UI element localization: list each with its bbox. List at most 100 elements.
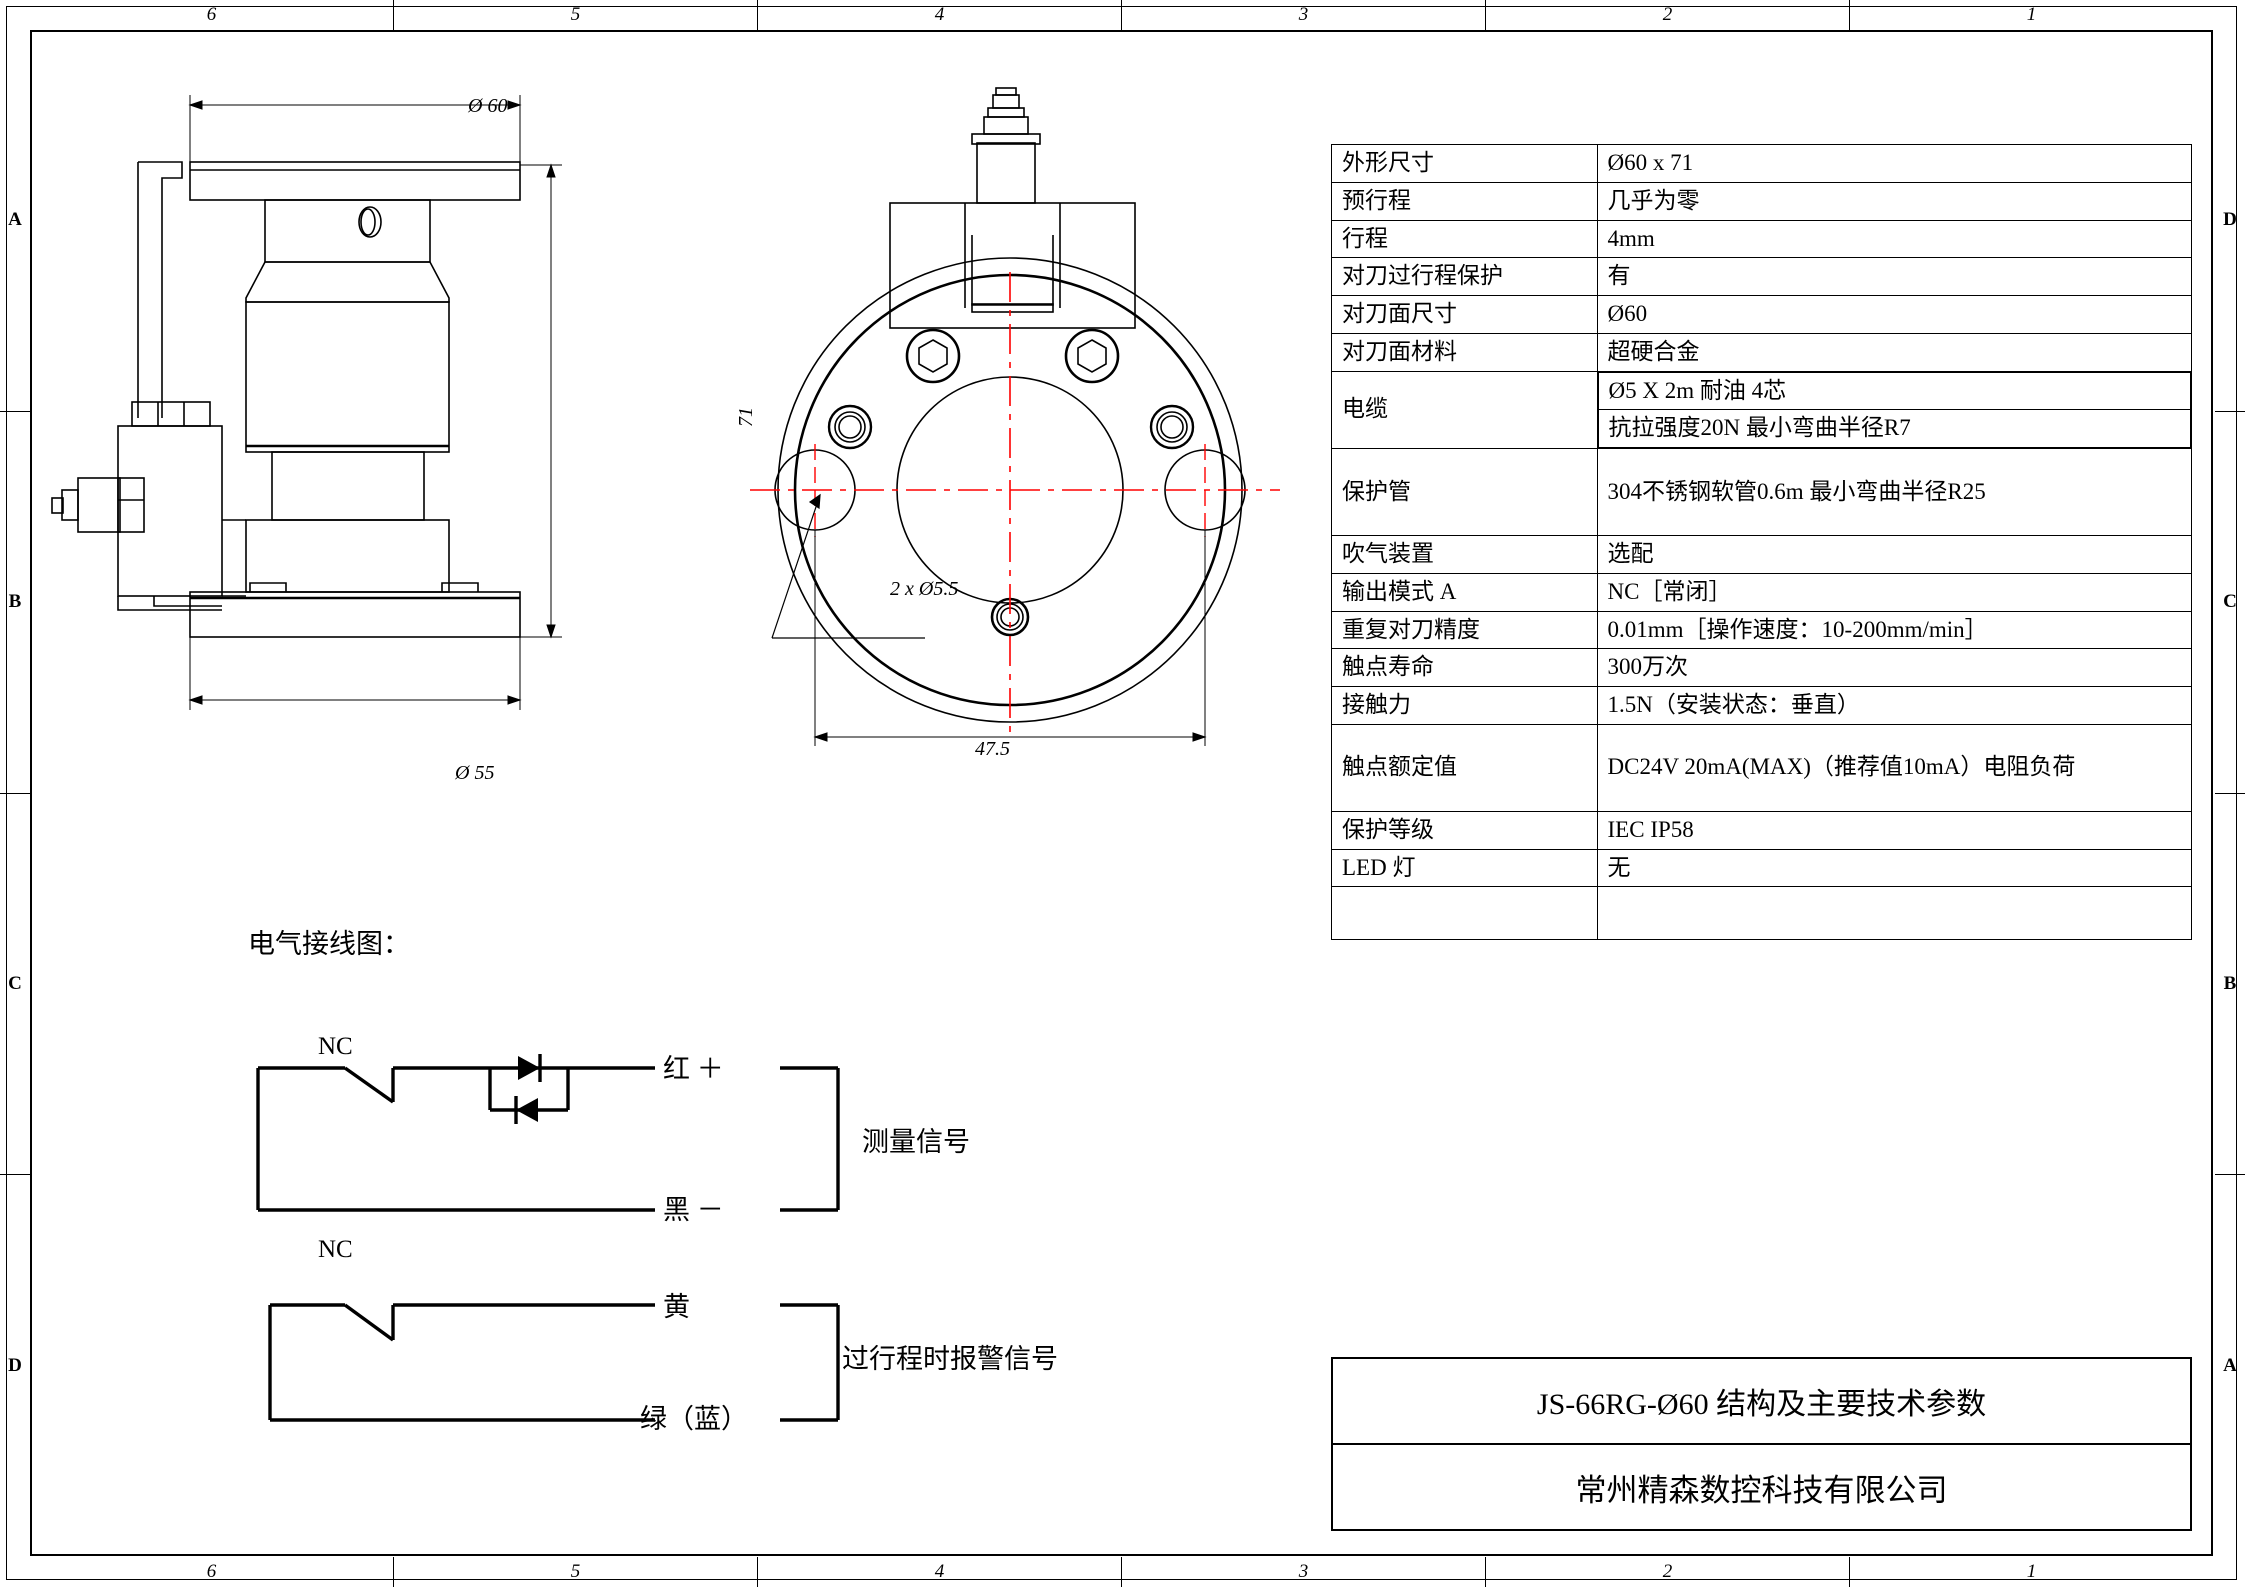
spec-value: 超硬合金	[1596, 332, 2193, 372]
company-name: 常州精森数控科技有限公司	[1331, 1443, 2192, 1531]
zone-bottom-2: 5	[394, 1557, 758, 1587]
dimension-label-diameter-60: Ø 60	[468, 95, 508, 117]
circuit-1-contact-label: NC	[318, 1033, 353, 1060]
circuit-2-wire-top-label: 黄	[663, 1292, 690, 1322]
zone-right-c: C	[2215, 412, 2245, 794]
zone-ruler-bottom: 6 5 4 3 2 1	[30, 1557, 2213, 1587]
table-row: 对刀面材料 超硬合金	[1331, 332, 2193, 372]
zone-bottom-6: 1	[2026, 1561, 2037, 1582]
wiring-diagram	[256, 1054, 840, 1422]
table-row: 触点寿命 300万次	[1331, 648, 2193, 687]
zone-top-1: 6	[30, 0, 394, 30]
dimension-label-width-47-5: 47.5	[975, 738, 1010, 760]
dimension-label-holes: 2 x Ø5.5	[890, 578, 959, 600]
spec-key: 重复对刀精度	[1331, 610, 1598, 650]
table-row: 行程 4mm	[1331, 219, 2193, 259]
spec-value: DC24V 20mA(MAX)（推荐值10mA）电阻负荷	[1596, 723, 2193, 812]
center-lines	[750, 272, 1280, 740]
front-view-drawing	[51, 95, 562, 710]
zone-left-d: D	[8, 1354, 22, 1376]
cable-line-2: 抗拉强度20N 最小弯曲半径R7	[1597, 409, 2192, 448]
dimension-height-71	[520, 163, 562, 639]
table-row: 接触力 1.5N（安装状态：垂直）	[1331, 686, 2193, 725]
table-row: 保护等级 IEC IP58	[1331, 810, 2193, 850]
circuit-2-contact-label: NC	[318, 1236, 353, 1263]
circuit-2-wire-bottom-label: 绿（蓝）	[640, 1404, 748, 1434]
spec-value: 有	[1596, 257, 2193, 296]
spec-value: Ø60 x 71	[1596, 144, 2193, 183]
zone-ruler-top: 6 5 4 3 2 1	[30, 0, 2213, 30]
spec-value: 4mm	[1596, 219, 2193, 259]
spec-key: LED 灯	[1331, 848, 1598, 888]
spec-key: 保护管	[1331, 448, 1598, 536]
spec-key: 对刀面尺寸	[1331, 295, 1598, 334]
zone-ruler-right: D C B A	[2215, 30, 2245, 1556]
spec-value: 几乎为零	[1596, 181, 2193, 221]
zone-bottom-4: 3	[1122, 1557, 1486, 1587]
circuit-1-signal-label: 测量信号	[862, 1127, 970, 1157]
sheet-border-inner	[30, 30, 2213, 1556]
zone-right-d: D	[2215, 30, 2245, 412]
spec-key: 输出模式 A	[1331, 572, 1598, 612]
zone-right-a: A	[2223, 1354, 2237, 1376]
spec-key-blank	[1331, 886, 1598, 941]
spec-value: 300万次	[1596, 648, 2193, 687]
leader-hole-callout	[771, 493, 925, 639]
table-row: 吹气装置 选配	[1331, 535, 2193, 574]
table-row: 输出模式 A NC［常闭］	[1331, 572, 2193, 612]
zone-top-3: 4	[758, 0, 1122, 30]
zone-top-6: 1	[2026, 4, 2037, 25]
spec-key: 触点寿命	[1331, 648, 1598, 687]
zone-top-5: 2	[1486, 0, 1850, 30]
spec-key: 对刀过行程保护	[1331, 257, 1598, 296]
title-block: JS-66RG-Ø60 结构及主要技术参数 常州精森数控科技有限公司	[1331, 1357, 2192, 1531]
table-row-cable: 电缆 Ø5 X 2m 耐油 4芯 抗拉强度20N 最小弯曲半径R7	[1331, 370, 2193, 449]
table-row: 触点额定值 DC24V 20mA(MAX)（推荐值10mA）电阻负荷	[1331, 723, 2193, 812]
table-row: 保护管 304不锈钢软管0.6m 最小弯曲半径R25	[1331, 448, 2193, 536]
spec-key: 吹气装置	[1331, 535, 1598, 574]
zone-left-c: C	[0, 794, 30, 1176]
specification-table: 外形尺寸 Ø60 x 71 预行程 几乎为零 行程 4mm 对刀过行程保护 有 …	[1331, 144, 2193, 941]
circuit-1-wire-bottom-label: 黑 －	[663, 1195, 724, 1225]
circuit-2-signal-label: 过行程时报警信号	[842, 1344, 1058, 1374]
spec-key: 预行程	[1331, 181, 1598, 221]
zone-top-2: 5	[394, 0, 758, 30]
zone-bottom-1: 6	[30, 1557, 394, 1587]
zone-left-b: B	[0, 412, 30, 794]
zone-top-4: 3	[1122, 0, 1486, 30]
spec-key: 接触力	[1331, 686, 1598, 725]
table-row-blank	[1331, 886, 2193, 941]
spec-value: 304不锈钢软管0.6m 最小弯曲半径R25	[1596, 448, 2193, 536]
wiring-diagram-heading: 电气接线图：	[248, 929, 410, 959]
spec-key: 外形尺寸	[1331, 144, 1598, 183]
dimension-diameter-60	[188, 95, 522, 162]
table-row: 预行程 几乎为零	[1331, 181, 2193, 221]
spec-value: 无	[1596, 848, 2193, 888]
dimension-diameter-55	[188, 637, 522, 710]
spec-value: Ø60	[1596, 295, 2193, 334]
zone-bottom-3: 4	[758, 1557, 1122, 1587]
table-row: LED 灯 无	[1331, 848, 2193, 888]
spec-value-cable: Ø5 X 2m 耐油 4芯 抗拉强度20N 最小弯曲半径R7	[1596, 370, 2193, 449]
spec-key: 保护等级	[1331, 810, 1598, 850]
table-row: 外形尺寸 Ø60 x 71	[1331, 144, 2193, 183]
spec-value: NC［常闭］	[1596, 572, 2193, 612]
spec-key: 行程	[1331, 219, 1598, 259]
zone-left-a: A	[0, 30, 30, 412]
circuit-1-wire-top-label: 红 ＋	[663, 1054, 724, 1084]
cable-line-1: Ø5 X 2m 耐油 4芯	[1597, 371, 2192, 411]
table-row: 重复对刀精度 0.01mm［操作速度：10-200mm/min］	[1331, 610, 2193, 650]
dimension-label-diameter-55: Ø 55	[455, 762, 495, 784]
drawing-title: JS-66RG-Ø60 结构及主要技术参数	[1331, 1357, 2192, 1445]
spec-value: 0.01mm［操作速度：10-200mm/min］	[1596, 610, 2193, 650]
spec-key: 触点额定值	[1331, 723, 1598, 812]
spec-key: 电缆	[1331, 370, 1598, 449]
spec-value: 1.5N（安装状态：垂直）	[1596, 686, 2193, 725]
dimension-width-47-5	[813, 530, 1207, 746]
table-row: 对刀面尺寸 Ø60	[1331, 295, 2193, 334]
top-view-drawing	[750, 87, 1280, 746]
zone-bottom-5: 2	[1486, 1557, 1850, 1587]
spec-key: 对刀面材料	[1331, 332, 1598, 372]
spec-value: IEC IP58	[1596, 810, 2193, 850]
